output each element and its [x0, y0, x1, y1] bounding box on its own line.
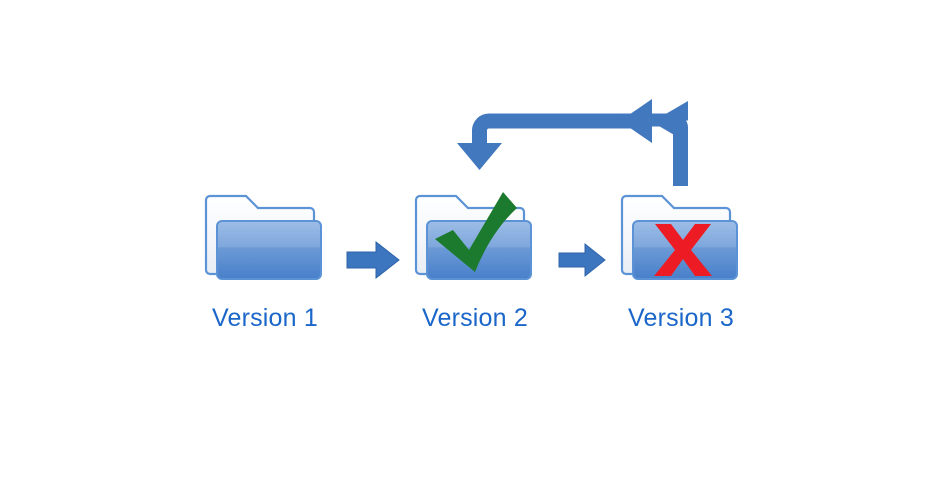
folder-icon: [620, 194, 738, 280]
version-node-2[interactable]: Version 2: [390, 186, 560, 333]
folder-icon: [204, 194, 322, 280]
folder-icon-version-3[interactable]: [619, 186, 743, 286]
version-label-3: Version 3: [627, 304, 735, 332]
arrow-right-icon-v2-v3: [557, 242, 607, 278]
folder-icon: [414, 194, 532, 280]
folder-icon-version-1[interactable]: [203, 186, 327, 286]
version-node-1[interactable]: Version 1: [180, 186, 350, 333]
version-label-2: Version 2: [421, 304, 529, 332]
folder-icon-version-2[interactable]: [413, 186, 537, 286]
version-node-3[interactable]: Version 3: [596, 186, 766, 333]
version-label-1: Version 1: [211, 304, 319, 332]
arrow-right-icon-v1-v2: [345, 240, 401, 280]
